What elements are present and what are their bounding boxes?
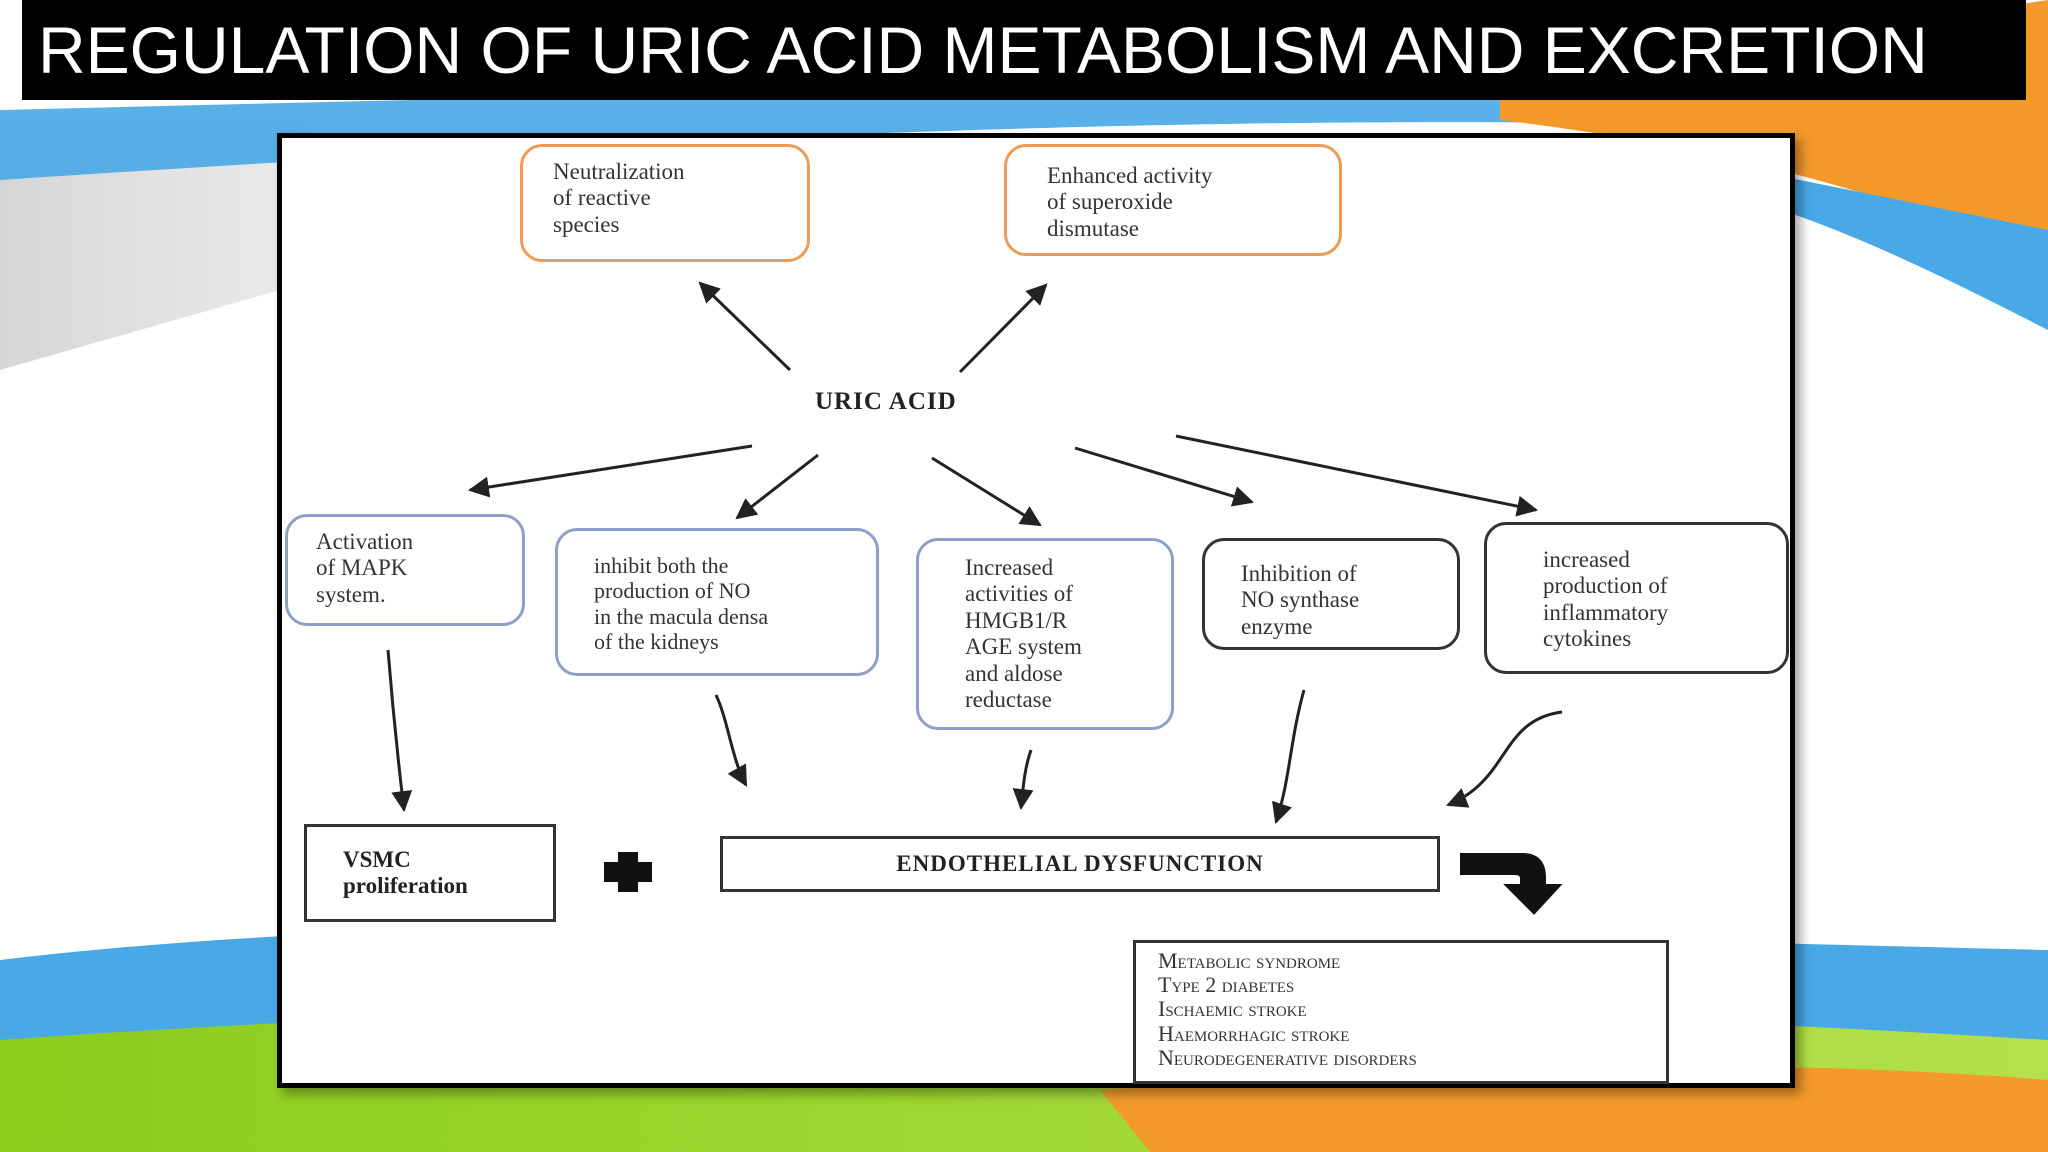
- box-vsmc: VSMC proliferation: [304, 824, 556, 922]
- arrow-to-no-synthase: [1074, 446, 1255, 507]
- plus-icon: [604, 852, 652, 892]
- outcome-item: Neurodegenerative disorders: [1158, 1044, 1417, 1070]
- box-superoxide: Enhanced activity of superoxide dismutas…: [1004, 144, 1342, 256]
- arrow-to-mapk: [467, 444, 753, 498]
- arrow-hmgb1-to-endothelial: [1012, 749, 1034, 811]
- arrow-to-macula-densa: [735, 453, 819, 520]
- outcome-item: Type 2 diabetes: [1158, 972, 1295, 998]
- slide-title: REGULATION OF URIC ACID METABOLISM AND E…: [22, 0, 2026, 100]
- outcome-item: Ischaemic stroke: [1158, 996, 1307, 1022]
- box-endothelial-text: ENDOTHELIAL DYSFUNCTION: [896, 851, 1264, 876]
- box-neutralization: Neutralization of reactive species: [520, 144, 810, 262]
- box-outcomes: Metabolic syndrome Type 2 diabetes Ischa…: [1133, 940, 1669, 1084]
- arrow-macula-to-endothelial: [714, 694, 748, 787]
- box-no-synthase-text: Inhibition of NO synthase enzyme: [1241, 561, 1360, 639]
- arrow-mapk-to-vsmc: [386, 649, 413, 813]
- uric-acid-label: URIC ACID: [815, 388, 957, 415]
- arrow-cytokines-to-endothelial: [1446, 710, 1563, 808]
- box-no-synthase: Inhibition of NO synthase enzyme: [1202, 538, 1460, 650]
- box-hmgb1-text: Increased activities of HMGB1/R AGE syst…: [965, 555, 1082, 713]
- box-neutralization-text: Neutralization of reactive species: [553, 159, 685, 237]
- arrow-to-cytokines: [1175, 434, 1539, 517]
- box-cytokines-text: increased production of inflammatory cyt…: [1543, 547, 1669, 652]
- box-mapk: Activation of MAPK system.: [285, 514, 525, 626]
- arrow-to-neutralization: [698, 281, 792, 372]
- outcome-item: Haemorrhagic stroke: [1158, 1020, 1350, 1046]
- arrow-nosynthase-to-endothelial: [1272, 689, 1306, 824]
- box-vsmc-text: VSMC proliferation: [343, 847, 468, 899]
- box-macula-densa-text: inhibit both the production of NO in the…: [594, 553, 769, 654]
- box-macula-densa: inhibit both the production of NO in the…: [555, 528, 879, 676]
- box-superoxide-text: Enhanced activity of superoxide dismutas…: [1047, 163, 1213, 241]
- box-endothelial: ENDOTHELIAL DYSFUNCTION: [720, 836, 1440, 892]
- arrow-to-hmgb1: [931, 456, 1042, 527]
- outcome-item: Metabolic syndrome: [1158, 948, 1341, 973]
- blue-swoosh-right: [1750, 170, 2048, 330]
- box-hmgb1: Increased activities of HMGB1/R AGE syst…: [916, 538, 1174, 730]
- box-cytokines: increased production of inflammatory cyt…: [1484, 522, 1789, 674]
- box-mapk-text: Activation of MAPK system.: [316, 529, 414, 607]
- curved-arrow-to-outcomes: [1460, 853, 1563, 915]
- arrow-to-superoxide: [958, 283, 1048, 374]
